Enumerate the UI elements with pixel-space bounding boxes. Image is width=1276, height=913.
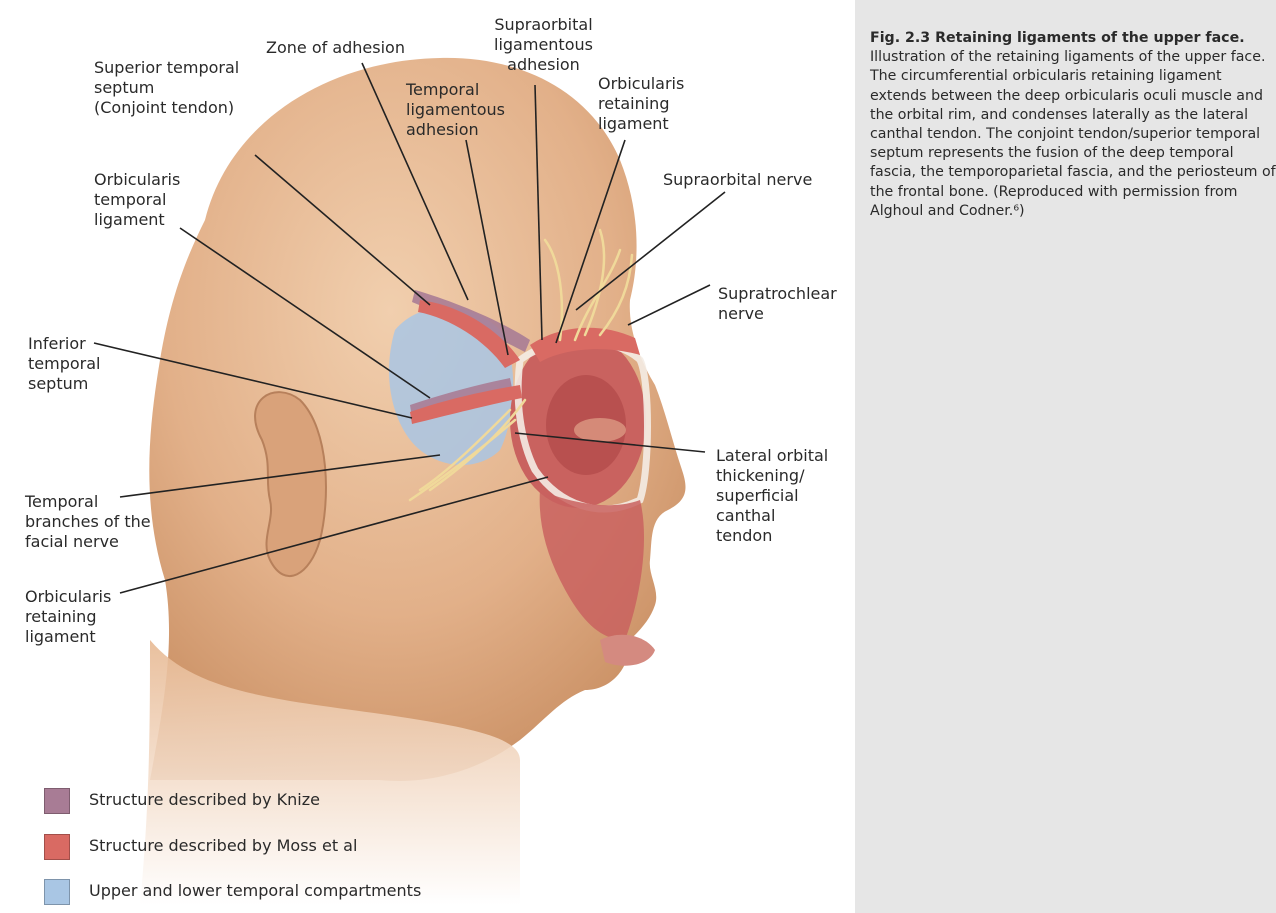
label-orbicularis-temporal-ligament: Orbicularis temporal ligament bbox=[94, 170, 180, 230]
label-temporal-ligamentous-adhesion: Temporal ligamentous adhesion bbox=[406, 80, 505, 140]
label-supraorbital-ligamentous-adhesion: Supraorbital ligamentous adhesion bbox=[494, 15, 593, 75]
label-zone-of-adhesion: Zone of adhesion bbox=[266, 38, 405, 58]
legend-swatch-compartments bbox=[44, 879, 70, 905]
label-orbicularis-retaining-ligament-top: Orbicularis retaining ligament bbox=[598, 74, 684, 134]
label-supraorbital-nerve: Supraorbital nerve bbox=[663, 170, 812, 190]
legend-swatch-moss bbox=[44, 834, 70, 860]
legend-swatch-knize bbox=[44, 788, 70, 814]
label-lateral-orbital-thickening: Lateral orbital thickening/ superficial … bbox=[716, 446, 828, 546]
label-orbicularis-retaining-ligament-bottom: Orbicularis retaining ligament bbox=[25, 587, 111, 647]
anatomy-figure: Superior temporal septum (Conjoint tendo… bbox=[0, 0, 855, 913]
label-superior-temporal-septum: Superior temporal septum (Conjoint tendo… bbox=[94, 58, 239, 118]
legend-text-knize: Structure described by Knize bbox=[89, 790, 320, 809]
lip-muscle bbox=[600, 635, 655, 666]
label-inferior-temporal-septum: Inferior temporal septum bbox=[28, 334, 100, 394]
label-supratrochlear-nerve: Supratrochlear nerve bbox=[718, 284, 837, 324]
legend-text-moss: Structure described by Moss et al bbox=[89, 836, 357, 855]
caption-title: Fig. 2.3 Retaining ligaments of the uppe… bbox=[870, 30, 1245, 46]
caption-body: Illustration of the retaining ligaments … bbox=[870, 49, 1276, 219]
legend-text-compartments: Upper and lower temporal compartments bbox=[89, 881, 421, 900]
label-temporal-branches-facial-nerve: Temporal branches of the facial nerve bbox=[25, 492, 151, 552]
figure-caption: Fig. 2.3 Retaining ligaments of the uppe… bbox=[870, 29, 1276, 221]
eyelid bbox=[574, 418, 626, 442]
